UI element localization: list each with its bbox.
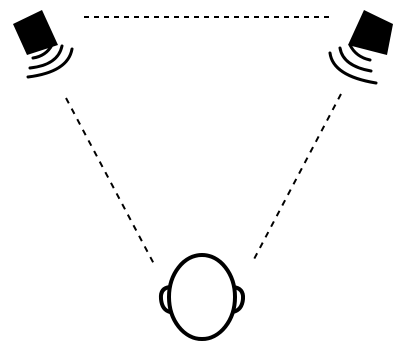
- right-speaker-cone: [348, 10, 393, 55]
- right-speaker-icon: [330, 10, 393, 83]
- right-sound-wave-3: [330, 53, 376, 83]
- left-speaker-icon: [13, 10, 72, 77]
- connection-line-right-to-listener: [252, 94, 341, 263]
- listener-head-icon: [161, 255, 243, 339]
- connection-line-left-to-listener: [66, 98, 154, 264]
- head-outline: [169, 255, 235, 339]
